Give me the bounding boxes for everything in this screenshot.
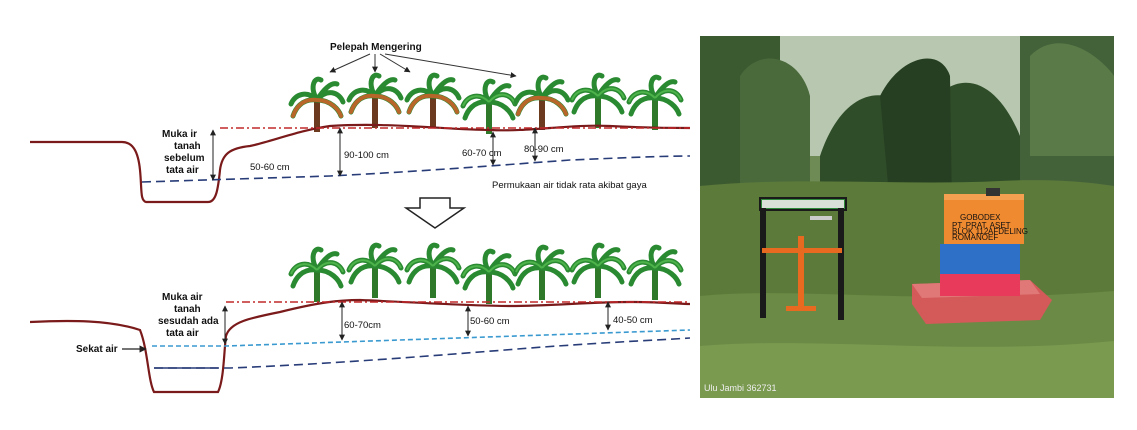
water-level-frame bbox=[759, 197, 847, 320]
sensor-box: GOBODEX PT. PRAT. ASET BLOK 112 AFDELING… bbox=[912, 188, 1052, 324]
palms-after bbox=[291, 245, 681, 304]
soil-profile-after bbox=[30, 298, 690, 394]
depth-label: 60-70 cm bbox=[462, 148, 502, 159]
sign-line: ROMANOEF bbox=[952, 233, 998, 242]
sign-line: GOBODEX bbox=[960, 213, 1001, 222]
photo-watermark: Ulu Jambi 362731 bbox=[704, 383, 777, 393]
depth-label: 50-60 cm bbox=[250, 162, 290, 173]
svg-text:tanah: tanah bbox=[174, 304, 201, 315]
dry-fronds-label: Pelepah Mengering bbox=[330, 42, 422, 53]
water-table-before bbox=[141, 155, 690, 183]
svg-text:Muka air: Muka air bbox=[162, 292, 203, 303]
sign-line: BLOK 112 bbox=[952, 227, 989, 236]
surface-note: Permukaan air tidak rata akibat gaya bbox=[492, 180, 647, 191]
depth-arrows-before bbox=[210, 127, 538, 181]
sign-line: PT. PRAT. ASET bbox=[952, 221, 1011, 230]
depth-label: 90-100 cm bbox=[344, 150, 389, 161]
water-table-after-blue bbox=[152, 329, 690, 347]
after-water-label: Muka air tanah sesudah ada tata air bbox=[158, 292, 219, 339]
svg-text:sesudah ada: sesudah ada bbox=[158, 316, 219, 327]
field-photo: GOBODEX PT. PRAT. ASET BLOK 112 AFDELING… bbox=[700, 36, 1114, 398]
water-table-diagram: Pelepah Mengering Muka ir tanah sebelum … bbox=[30, 42, 690, 394]
svg-text:tata air: tata air bbox=[166, 165, 199, 176]
svg-text:Muka ir: Muka ir bbox=[162, 129, 197, 140]
depth-label: 50-60 cm bbox=[470, 316, 510, 327]
svg-text:sebelum: sebelum bbox=[164, 153, 205, 164]
barrier-label: Sekat air bbox=[76, 344, 118, 355]
depth-label: 40-50 cm bbox=[613, 315, 653, 326]
svg-text:tanah: tanah bbox=[174, 141, 201, 152]
depth-label: 60-70cm bbox=[344, 320, 381, 331]
soil-profile-before bbox=[30, 123, 690, 204]
dry-fronds-arrows bbox=[329, 53, 517, 79]
down-arrow bbox=[403, 197, 467, 229]
svg-text:tata air: tata air bbox=[166, 328, 199, 339]
depth-label: 80-90 cm bbox=[524, 144, 564, 155]
before-water-label: Muka ir tanah sebelum tata air bbox=[162, 129, 205, 176]
depth-arrows-after bbox=[222, 301, 611, 345]
sign-line: AFDELING bbox=[988, 227, 1028, 236]
water-table-after bbox=[154, 337, 690, 369]
